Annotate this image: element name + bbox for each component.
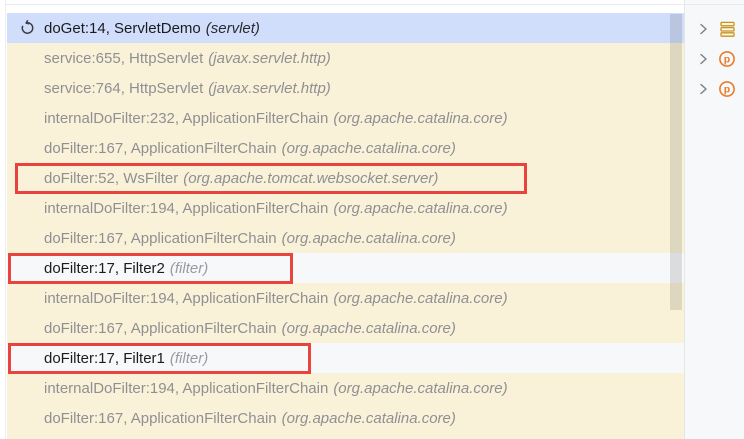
stack-frames-icon [718,20,736,38]
panel-divider [684,0,685,439]
frame-location: doFilter:167, ApplicationFilterChain [44,229,277,247]
frame-location: doFilter:17, Filter1 [44,349,165,367]
return-arrow-icon [19,19,36,36]
frame-package: (org.apache.tomcat.websocket.server) [183,169,439,187]
svg-text:p: p [724,54,730,66]
stack-frame-row[interactable]: doFilter:167, ApplicationFilterChain (or… [7,133,684,163]
frame-location: internalDoFilter:194, ApplicationFilterC… [44,379,329,397]
variable-node[interactable]: p [685,44,744,74]
frame-package: (filter) [169,259,209,277]
frame-location: internalDoFilter:194, ApplicationFilterC… [44,289,329,307]
stack-frame-row[interactable]: doFilter:52, WsFilter (org.apache.tomcat… [7,163,684,194]
frame-package: (org.apache.catalina.core) [333,199,508,217]
stack-frame-row[interactable]: doFilter:17, Filter2 (filter) [7,253,684,284]
stack-frame-row[interactable]: doGet:14, ServletDemo (servlet) [7,13,684,43]
parameter-icon: p [718,80,736,98]
frame-package: (javax.servlet.http) [208,49,331,67]
frame-location: internalDoFilter:232, ApplicationFilterC… [44,109,329,127]
stack-frame-row[interactable]: service:655, HttpServlet (javax.servlet.… [7,43,684,73]
stack-frame-row[interactable]: internalDoFilter:194, ApplicationFilterC… [7,193,684,223]
stack-frame-row[interactable]: doFilter:167, ApplicationFilterChain (or… [7,403,684,433]
stack-frame-row[interactable]: service:764, HttpServlet (javax.servlet.… [7,73,684,103]
variables-panel: p p [685,0,744,439]
parameter-icon: p [718,50,736,68]
stack-frame-row[interactable]: doFilter:17, Filter1 (filter) [7,343,684,374]
editor-gutter [0,0,6,439]
stack-frame-row[interactable] [7,433,684,439]
panel-top-border [6,4,744,5]
frame-package: (org.apache.catalina.core) [281,229,456,247]
frame-package: (servlet) [205,19,260,37]
frame-location: doFilter:167, ApplicationFilterChain [44,409,277,427]
variable-node[interactable] [685,14,744,44]
stack-frame-row[interactable]: doFilter:167, ApplicationFilterChain (or… [7,313,684,343]
frame-package: (org.apache.catalina.core) [281,409,456,427]
frame-location: doFilter:17, Filter2 [44,259,165,277]
frame-package: (org.apache.catalina.core) [333,109,508,127]
stack-frame-row[interactable]: internalDoFilter:194, ApplicationFilterC… [7,373,684,403]
frame-location: internalDoFilter:194, ApplicationFilterC… [44,199,329,217]
variable-node[interactable]: p [685,74,744,104]
frame-package: (org.apache.catalina.core) [281,319,456,337]
chevron-right-icon[interactable] [699,23,708,35]
frame-location: doFilter:52, WsFilter [44,169,179,187]
frame-location: service:655, HttpServlet [44,49,204,67]
frame-package: (filter) [169,349,209,367]
frame-location: doGet:14, ServletDemo [44,19,201,37]
frame-package: (org.apache.catalina.core) [281,139,456,157]
svg-text:p: p [724,84,730,96]
frame-package: (javax.servlet.http) [208,79,331,97]
frame-location: service:764, HttpServlet [44,79,204,97]
scrollbar-thumb[interactable] [670,14,682,310]
debugger-frames-list: doGet:14, ServletDemo (servlet) service:… [7,13,684,439]
frame-package: (org.apache.catalina.core) [333,289,508,307]
stack-frame-row[interactable]: internalDoFilter:232, ApplicationFilterC… [7,103,684,133]
frame-package: (org.apache.catalina.core) [333,379,508,397]
chevron-right-icon[interactable] [699,53,708,65]
frame-location: doFilter:167, ApplicationFilterChain [44,319,277,337]
stack-frame-row[interactable]: doFilter:167, ApplicationFilterChain (or… [7,223,684,253]
chevron-right-icon[interactable] [699,83,708,95]
frame-location: doFilter:167, ApplicationFilterChain [44,139,277,157]
stack-frame-row[interactable]: internalDoFilter:194, ApplicationFilterC… [7,283,684,313]
